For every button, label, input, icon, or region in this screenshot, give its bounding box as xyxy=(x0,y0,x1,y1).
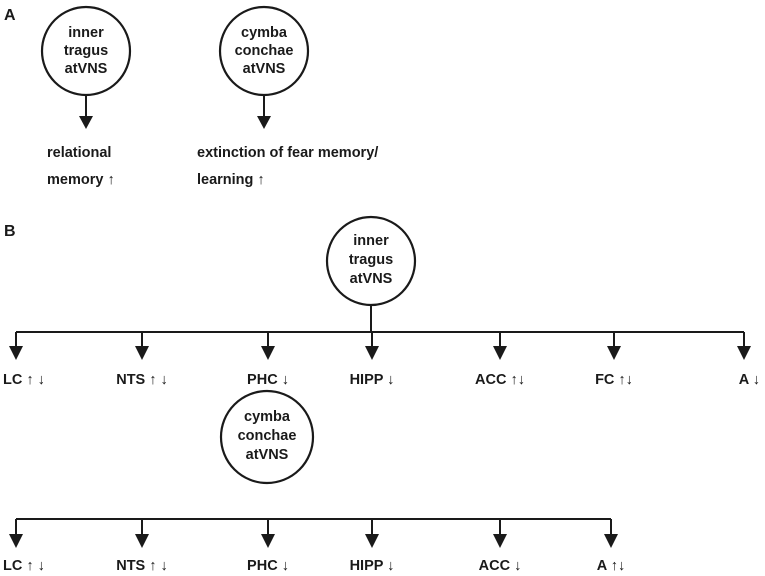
target-label: NTS ↑ ↓ xyxy=(116,372,168,388)
panel-b-label: B xyxy=(4,223,16,240)
outcome-text: relational xyxy=(47,145,111,161)
arrowhead xyxy=(604,534,618,548)
outcome-text: memory ↑ xyxy=(47,172,115,188)
node-text-line: atVNS xyxy=(350,271,393,287)
panel-a-node-inner-tragus: inner tragus atVNS xyxy=(40,5,132,97)
target-label: NTS ↑ ↓ xyxy=(116,558,168,574)
arrowhead xyxy=(79,116,93,129)
arrowhead xyxy=(135,346,149,360)
arrowhead xyxy=(493,534,507,548)
node-text-line: conchae xyxy=(235,43,294,59)
outcome-text: extinction of fear memory/ xyxy=(197,145,378,161)
tree1-branches: LC ↑ ↓ NTS ↑ ↓ PHC ↓ HIPP ↓ ACC ↑↓ FC ↑↓ A ↓ xyxy=(3,332,760,388)
target-label: HIPP ↓ xyxy=(350,558,395,574)
outcome-text: learning ↑ xyxy=(197,172,265,188)
target-label: LC ↑ ↓ xyxy=(3,372,45,388)
target-label: ACC ↑↓ xyxy=(475,372,525,388)
node-text-line: tragus xyxy=(64,43,108,59)
arrowhead xyxy=(257,116,271,129)
node-text-line: cymba xyxy=(244,409,291,425)
node-text-line: atVNS xyxy=(243,61,286,77)
tree2-branches: LC ↑ ↓ NTS ↑ ↓ PHC ↓ HIPP ↓ ACC ↓ A ↑↓ xyxy=(3,519,625,574)
target-label: A ↓ xyxy=(739,372,760,388)
target-label: FC ↑↓ xyxy=(595,372,633,388)
arrowhead xyxy=(261,346,275,360)
target-label: PHC ↓ xyxy=(247,558,289,574)
node-circle xyxy=(219,389,315,485)
arrowhead xyxy=(261,534,275,548)
arrowhead xyxy=(135,534,149,548)
node-text-line: atVNS xyxy=(246,447,289,463)
arrowhead xyxy=(9,346,23,360)
target-label: LC ↑ ↓ xyxy=(3,558,45,574)
node-text-line: inner xyxy=(353,233,389,249)
target-label: HIPP ↓ xyxy=(350,372,395,388)
arrowhead xyxy=(365,534,379,548)
panel-a-label: A xyxy=(4,7,16,24)
arrowhead xyxy=(607,346,621,360)
node-text-line: cymba xyxy=(241,25,288,41)
target-label: A ↑↓ xyxy=(597,558,625,574)
node-text-line: inner xyxy=(68,25,104,41)
panel-a-node-cymba-conchae: cymba conchae atVNS xyxy=(218,5,310,97)
arrowhead xyxy=(9,534,23,548)
node-text-line: tragus xyxy=(349,252,393,268)
target-label: ACC ↓ xyxy=(479,558,522,574)
node-text-line: atVNS xyxy=(65,61,108,77)
panel-b-root-cymba-conchae: cymba conchae atVNS xyxy=(219,389,315,485)
panel-b-root-inner-tragus: inner tragus atVNS xyxy=(325,215,417,307)
arrowhead xyxy=(493,346,507,360)
node-text-line: conchae xyxy=(238,428,297,444)
target-label: PHC ↓ xyxy=(247,372,289,388)
arrowhead xyxy=(365,346,379,360)
arrowhead xyxy=(737,346,751,360)
